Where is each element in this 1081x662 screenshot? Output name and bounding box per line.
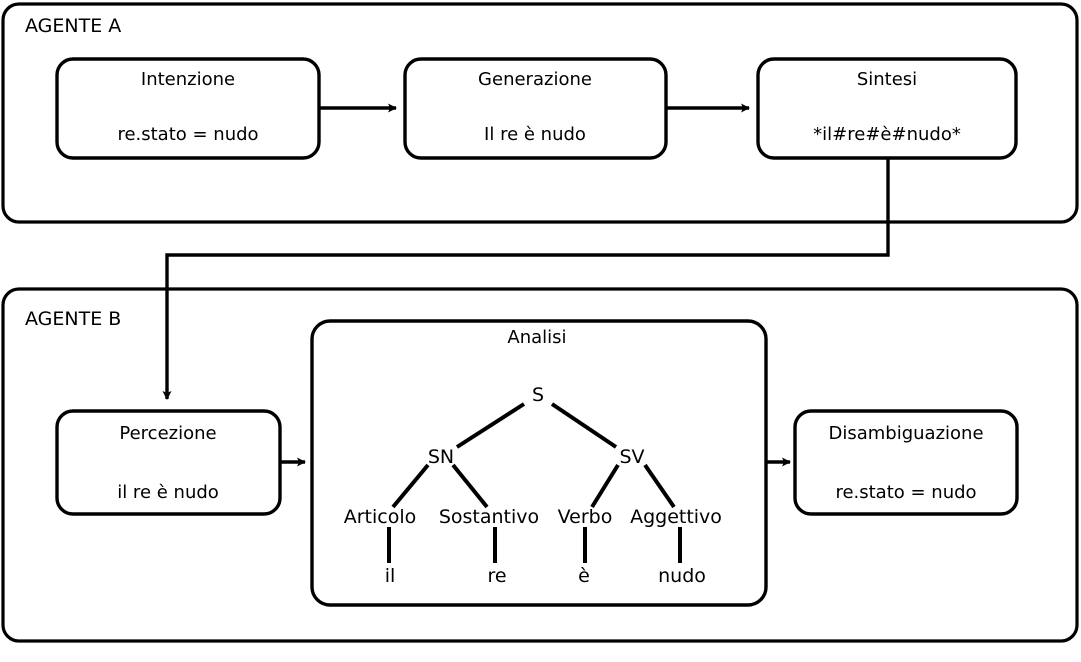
tree-node-s: S <box>531 384 545 406</box>
tree-leaf-re: re <box>487 565 507 587</box>
connector-sintesi-percezione <box>162 158 890 400</box>
generazione-content: Il re è nudo <box>484 124 586 145</box>
tree-leaf-e: è <box>578 565 590 587</box>
tree-node-aggettivo: Aggettivo <box>630 506 722 528</box>
intenzione-content: re.stato = nudo <box>117 124 259 145</box>
tree-leaf-il: il <box>384 565 396 587</box>
disambiguazione-box <box>793 409 1019 516</box>
tree-leaf-nudo: nudo <box>658 565 706 587</box>
intenzione-title: Intenzione <box>140 69 236 90</box>
generazione-title: Generazione <box>478 69 592 90</box>
disambiguazione-title: Disambiguazione <box>828 423 984 444</box>
percezione-box <box>55 409 282 516</box>
tree-edge-s-sv <box>550 402 618 449</box>
tree-edge-sv-aggettivo <box>643 463 676 509</box>
tree-edge-sn-sostantivo <box>451 463 489 509</box>
tree-node-sn: SN <box>427 446 455 468</box>
agent-a-panel <box>1 2 1079 224</box>
disambiguazione-content: re.stato = nudo <box>835 482 977 503</box>
percezione-title: Percezione <box>119 423 217 444</box>
sintesi-content: *il#re#è#nudo* <box>813 124 961 145</box>
analisi-title: Analisi <box>507 327 567 348</box>
generazione-box <box>403 57 668 160</box>
tree-edge-sn-articolo <box>391 463 430 509</box>
tree-node-verbo: Verbo <box>557 506 613 528</box>
agent-b-title: AGENTE B <box>25 308 122 330</box>
agent-b-panel <box>1 287 1079 643</box>
tree-edge-sv-verbo <box>590 463 620 509</box>
tree-node-sostantivo: Sostantivo <box>438 506 540 528</box>
intenzione-box <box>55 57 321 160</box>
tree-edge-s-sn <box>455 402 526 449</box>
analisi-panel <box>310 319 768 607</box>
tree-node-articolo: Articolo <box>343 506 417 528</box>
tree-node-sv: SV <box>619 446 645 468</box>
percezione-content: il re è nudo <box>117 482 219 503</box>
agent-a-title: AGENTE A <box>25 15 122 37</box>
sintesi-title: Sintesi <box>856 69 918 90</box>
